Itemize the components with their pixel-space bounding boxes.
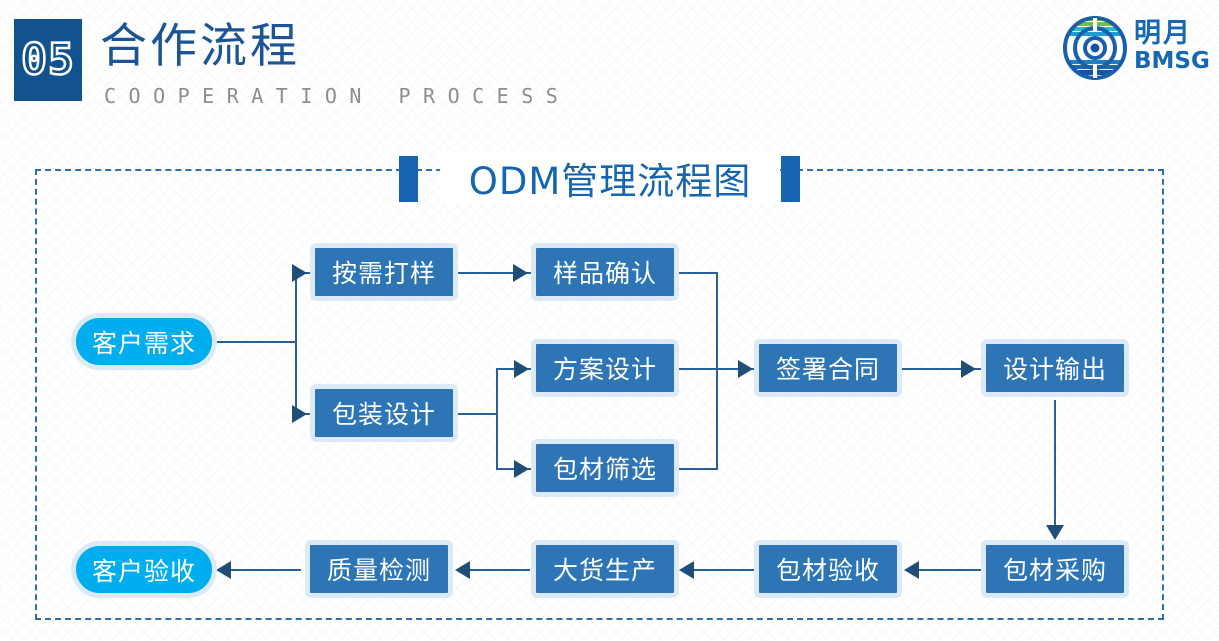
arrow-to-quality-check [455,561,470,579]
edge-purchase-to-accept [907,569,982,571]
edge-sampling-to-confirm [458,272,533,274]
diagram-title: ODM管理流程图 [440,152,780,204]
edge-package-split [496,369,498,469]
arrow-to-customer-accept [216,561,231,579]
arrow-to-material-screen [514,460,529,478]
node-design-output[interactable]: 设计输出 [981,339,1129,397]
edge-quality-to-customer [219,569,301,571]
brand-logo: 明月 BMSG [1062,13,1210,83]
arrow-to-material-purchase [1046,525,1064,540]
page-subtitle: COOPERATION PROCESS [104,84,571,108]
arrow-to-scheme-design [514,360,529,378]
edge-production-to-quality [458,569,530,571]
arrow-to-sampling [292,264,307,282]
arrow-to-sample-confirm [513,264,528,282]
globe-icon [1063,16,1127,80]
node-material-purchase[interactable]: 包材采购 [981,540,1129,598]
node-sampling[interactable]: 按需打样 [310,243,458,301]
arrow-to-sign-contract [738,360,753,378]
node-sign-contract[interactable]: 签署合同 [754,339,902,397]
section-number-badge: 05 [14,19,82,101]
edge-output-to-purchase [1054,400,1056,530]
edge-demand-split [295,273,297,415]
page-title: 合作流程 [100,19,300,74]
edge-screen-to-merge [678,468,718,470]
edge-confirm-to-merge [678,272,718,274]
edge-merge-to-contract [678,368,758,370]
edge-package-trunk [458,413,498,415]
node-mass-production[interactable]: 大货生产 [531,540,679,598]
section-number-text: 05 [20,34,75,87]
arrow-to-mass-production [679,561,694,579]
node-material-accept[interactable]: 包材验收 [754,540,902,598]
node-customer-demand[interactable]: 客户需求 [71,313,217,370]
arrow-to-design-output [961,360,976,378]
title-accent-bar-right [781,156,800,202]
node-material-screen[interactable]: 包材筛选 [531,439,679,497]
edge-contract-to-output [901,368,981,370]
logo-name-en: BMSG [1134,48,1210,74]
node-customer-accept[interactable]: 客户验收 [71,541,217,598]
node-quality-check[interactable]: 质量检测 [305,540,453,598]
logo-name-cn: 明月 [1134,18,1192,49]
node-sample-confirm[interactable]: 样品确认 [531,243,679,301]
node-package-design[interactable]: 包装设计 [310,384,458,442]
node-scheme-design[interactable]: 方案设计 [531,339,679,397]
edge-merge-vertical [716,272,718,469]
arrow-to-material-accept [904,561,919,579]
edge-accept-to-production [682,569,754,571]
edge-demand-trunk [216,341,296,343]
arrow-to-package-design [292,405,307,423]
title-accent-bar-left [399,156,418,202]
